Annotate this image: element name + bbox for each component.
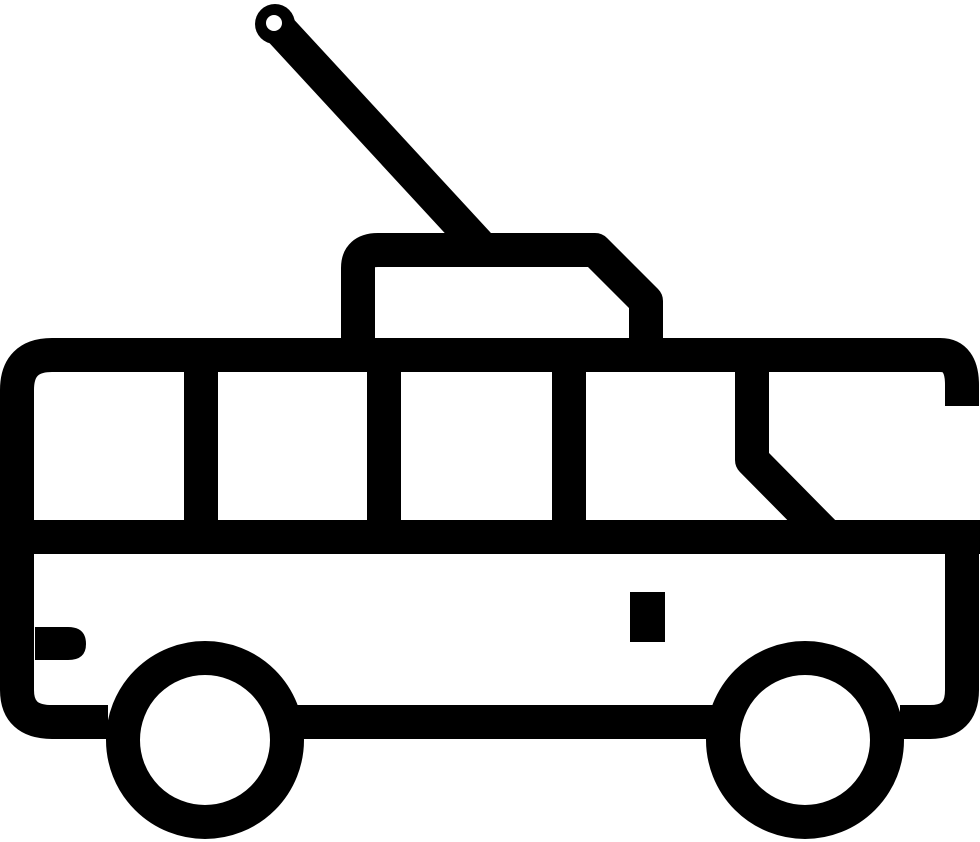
headlight [35,627,86,660]
roof-box [341,233,663,355]
body-right [900,537,979,739]
rear-wheel [706,641,904,839]
trolley-pole [258,7,495,261]
body-outline [0,338,979,739]
pole-tip-hole [266,15,282,31]
front-wheel [106,641,304,839]
door-window [735,355,841,549]
door-handle [630,592,665,642]
